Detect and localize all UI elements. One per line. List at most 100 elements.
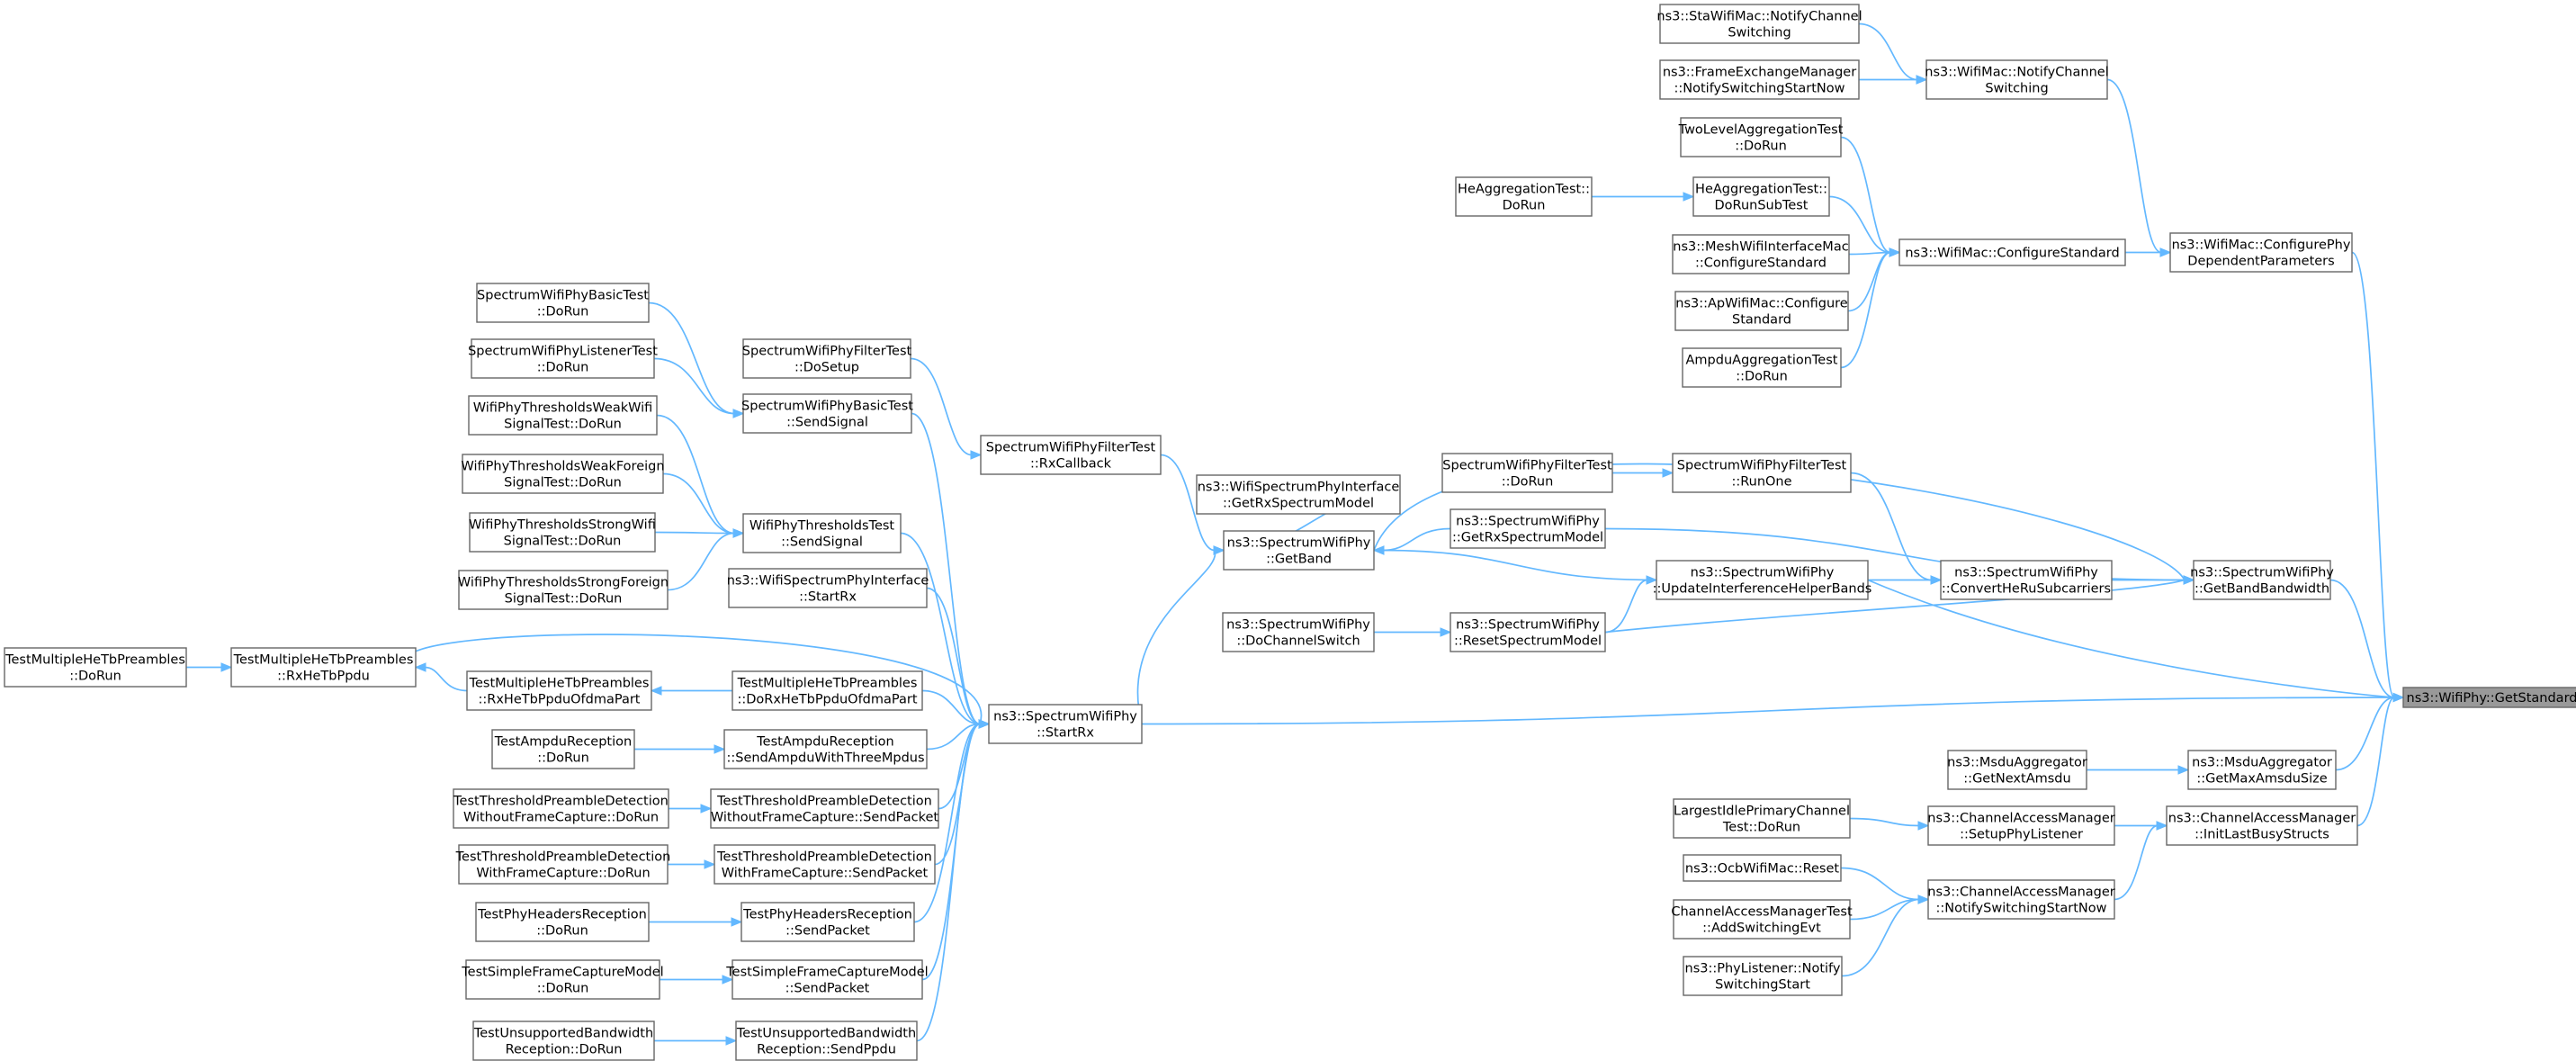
node-label-line: ::ResetSpectrumModel: [1454, 634, 1602, 649]
node-label-line: SignalTest::DoRun: [505, 592, 623, 607]
node-label-line: ns3::SpectrumWifiPhy: [1691, 566, 1835, 580]
graph-node-sfcmsend[interactable]: TestSimpleFrameCaptureModel::SendPacket: [725, 959, 929, 1000]
graph-node-getrxsm[interactable]: ns3::SpectrumWifiPhy::GetRxSpectrumModel: [1450, 508, 1606, 549]
node-label-line: ns3::ChannelAccessManager: [2168, 812, 2356, 826]
arrowhead: [1889, 247, 1901, 257]
graph-node-ampdurun[interactable]: AmpduAggregationTest::DoRun: [1682, 347, 1842, 388]
graph-node-getstandard[interactable]: ns3::WifiPhy::GetStandard: [2402, 687, 2576, 708]
node-label-line: Reception::SendPpdu: [757, 1043, 896, 1057]
node-label-line: ::GetMaxAmsduSize: [2196, 772, 2327, 787]
graph-node-setupphy[interactable]: ns3::ChannelAccessManager::SetupPhyListe…: [1927, 805, 2115, 846]
graph-node-basicrun[interactable]: SpectrumWifiPhyBasicTest::DoRun: [476, 283, 650, 323]
graph-node-weakforeign[interactable]: WifiPhyThresholdsWeakForeignSignalTest::…: [461, 454, 665, 494]
node-box: [2169, 232, 2353, 273]
graph-node-updint[interactable]: ns3::SpectrumWifiPhy::UpdateInterference…: [1653, 560, 1872, 600]
node-label-line: ns3::ApWifiMac::Configure: [1675, 297, 1848, 311]
graph-node-startrx[interactable]: ns3::SpectrumWifiPhy::StartRx: [988, 704, 1143, 744]
node-box: [1898, 238, 2126, 266]
graph-edge: [667, 859, 716, 869]
graph-node-phylisten[interactable]: ns3::PhyListener::NotifySwitchingStart: [1683, 956, 1843, 996]
node-box: [1940, 560, 2113, 600]
graph-node-ampdusend[interactable]: TestAmpduReception::SendAmpduWithThreeMp…: [723, 729, 928, 769]
graph-node-hesub[interactable]: HeAggregationTest::DoRunSubTest: [1692, 176, 1830, 217]
graph-edge: [1858, 22, 1928, 85]
graph-node-femnotify[interactable]: ns3::FrameExchangeManager::NotifySwitchi…: [1659, 59, 1860, 100]
graph-node-getband[interactable]: ns3::SpectrumWifiPhy::GetBand: [1223, 530, 1375, 571]
graph-node-convhe[interactable]: ns3::SpectrumWifiPhy::ConvertHeRuSubcarr…: [1940, 560, 2113, 600]
graph-node-strongwifi[interactable]: WifiPhyThresholdsStrongWifiSignalTest::D…: [469, 512, 656, 553]
graph-node-twolevel[interactable]: TwoLevelAggregationTest::DoRun: [1678, 117, 1844, 157]
arrowhead: [700, 804, 713, 814]
graph-node-phyhdrrun[interactable]: TestPhyHeadersReception::DoRun: [475, 902, 650, 942]
arrowhead: [2159, 247, 2172, 257]
graph-node-ocbreset[interactable]: ns3::OcbWifiMac::Reset: [1683, 854, 1842, 882]
graph-node-hetbdoofdma[interactable]: TestMultipleHeTbPreambles::DoRxHeTbPpduO…: [732, 670, 923, 711]
node-box: [2187, 750, 2337, 790]
graph-node-tpdworun[interactable]: TestThresholdPreambleDetectionWithoutFra…: [453, 788, 669, 829]
node-box: [453, 788, 669, 829]
graph-node-ampdurecrun[interactable]: TestAmpduReception::DoRun: [491, 729, 635, 769]
graph-node-basicsend[interactable]: SpectrumWifiPhyBasicTest::SendSignal: [741, 393, 913, 434]
graph-edge: [1859, 75, 1928, 85]
node-box: [1682, 347, 1842, 388]
graph-node-hetbrx[interactable]: TestMultipleHeTbPreambles::RxHeTbPpdu: [230, 647, 417, 688]
graph-node-rxcb[interactable]: SpectrumWifiPhyFilterTest::RxCallback: [980, 435, 1162, 475]
graph-node-phyhdrsend[interactable]: TestPhyHeadersReception::SendPacket: [740, 902, 915, 942]
graph-edge: [656, 414, 745, 538]
node-label-line: ::RxHeTbPpdu: [277, 670, 370, 684]
graph-node-filterdorun[interactable]: SpectrumWifiPhyFilterTest::DoRun: [1441, 453, 1613, 493]
graph-node-unsupsend[interactable]: TestUnsupportedBandwidthReception::SendP…: [735, 1021, 918, 1061]
graph-node-weakwifi[interactable]: WifiPhyThresholdsWeakWifiSignalTest::DoR…: [468, 395, 658, 436]
graph-node-initbusy[interactable]: ns3::ChannelAccessManager::InitLastBusyS…: [2166, 805, 2358, 846]
node-box: [735, 1021, 918, 1061]
graph-node-camnotify[interactable]: ns3::ChannelAccessManager::NotifySwitchi…: [1927, 879, 2115, 920]
graph-edge: [910, 357, 983, 460]
node-label-line: WifiPhyThresholdsWeakWifi: [473, 401, 653, 416]
node-label-line: TestAmpduReception: [756, 735, 893, 750]
node-label-line: WithoutFrameCapture::SendPacket: [711, 811, 939, 825]
graph-node-cfgstd[interactable]: ns3::WifiMac::ConfigureStandard: [1898, 238, 2126, 266]
graph-node-hetbrun[interactable]: TestMultipleHeTbPreambles::DoRun: [4, 647, 187, 688]
graph-node-nextamsdu[interactable]: ns3::MsduAggregator::GetNextAmsdu: [1947, 750, 2087, 790]
arrowhead: [2156, 821, 2168, 831]
graph-node-filtersetup[interactable]: SpectrumWifiPhyFilterTest::DoSetup: [742, 338, 912, 379]
graph-node-dochsw[interactable]: ns3::SpectrumWifiPhy::DoChannelSwitch: [1222, 612, 1375, 652]
node-label-line: Test::DoRun: [1722, 821, 1800, 835]
node-label-line: ns3::WifiMac::ConfigureStandard: [1905, 247, 2119, 261]
graph-node-threshsend[interactable]: WifiPhyThresholdsTest::SendSignal: [742, 513, 902, 553]
graph-node-wsigetrx[interactable]: ns3::WifiSpectrumPhyInterface::GetRxSpec…: [1196, 474, 1401, 515]
graph-edge: [1592, 192, 1695, 202]
graph-node-sfcmrun[interactable]: TestSimpleFrameCaptureModel::DoRun: [461, 959, 664, 1000]
graph-node-tpdwrun[interactable]: TestThresholdPreambleDetectionWithFrameC…: [455, 844, 671, 885]
graph-node-maxamsdu[interactable]: ns3::MsduAggregator::GetMaxAmsduSize: [2187, 750, 2337, 790]
graph-node-strongforeign[interactable]: WifiPhyThresholdsStrongForeignSignalTest…: [458, 570, 669, 610]
node-label-line: ::DoRxHeTbPpduOfdmaPart: [737, 693, 917, 707]
graph-edge: [916, 719, 991, 1042]
graph-node-camtestadd[interactable]: ChannelAccessManagerTest::AddSwitchingEv…: [1671, 899, 1853, 940]
arrowhead: [1213, 545, 1225, 555]
graph-node-resetsm[interactable]: ns3::SpectrumWifiPhy::ResetSpectrumModel: [1450, 612, 1606, 652]
graph-node-tpdwsend[interactable]: TestThresholdPreambleDetectionWithFrameC…: [714, 844, 936, 885]
graph-node-meshcfg[interactable]: ns3::MeshWifiInterfaceMac::ConfigureStan…: [1672, 234, 1850, 274]
arrowhead: [1683, 192, 1695, 202]
graph-node-herun[interactable]: HeAggregationTest::DoRun: [1455, 176, 1593, 217]
graph-node-runone[interactable]: SpectrumWifiPhyFilterTest::RunOne: [1672, 453, 1852, 493]
graph-node-getbw[interactable]: ns3::SpectrumWifiPhy::GetBandBandwidth: [2190, 560, 2334, 600]
node-label-line: ns3::ChannelAccessManager: [1927, 886, 2115, 900]
node-label-line: ns3::PhyListener::Notify: [1685, 962, 1841, 976]
graph-node-hetbofdma[interactable]: TestMultipleHeTbPreambles::RxHeTbPpduOfd…: [466, 670, 652, 711]
graph-node-wsistartrx[interactable]: ns3::WifiSpectrumPhyInterface::StartRx: [727, 568, 929, 608]
node-label-line: LargestIdlePrimaryChannel: [1674, 805, 1850, 819]
graph-edge: [938, 719, 991, 810]
graph-node-tpdwosend[interactable]: TestThresholdPreambleDetectionWithoutFra…: [710, 788, 939, 829]
graph-node-listenrun[interactable]: SpectrumWifiPhyListenerTest::DoRun: [468, 338, 658, 379]
node-label-line: SignalTest::DoRun: [504, 476, 622, 490]
graph-node-apcfg[interactable]: ns3::ApWifiMac::ConfigureStandard: [1674, 291, 1849, 331]
graph-node-cfgphydep[interactable]: ns3::WifiMac::ConfigurePhyDependentParam…: [2169, 232, 2353, 273]
graph-edges: [186, 22, 2405, 1046]
graph-edge: [414, 662, 468, 692]
